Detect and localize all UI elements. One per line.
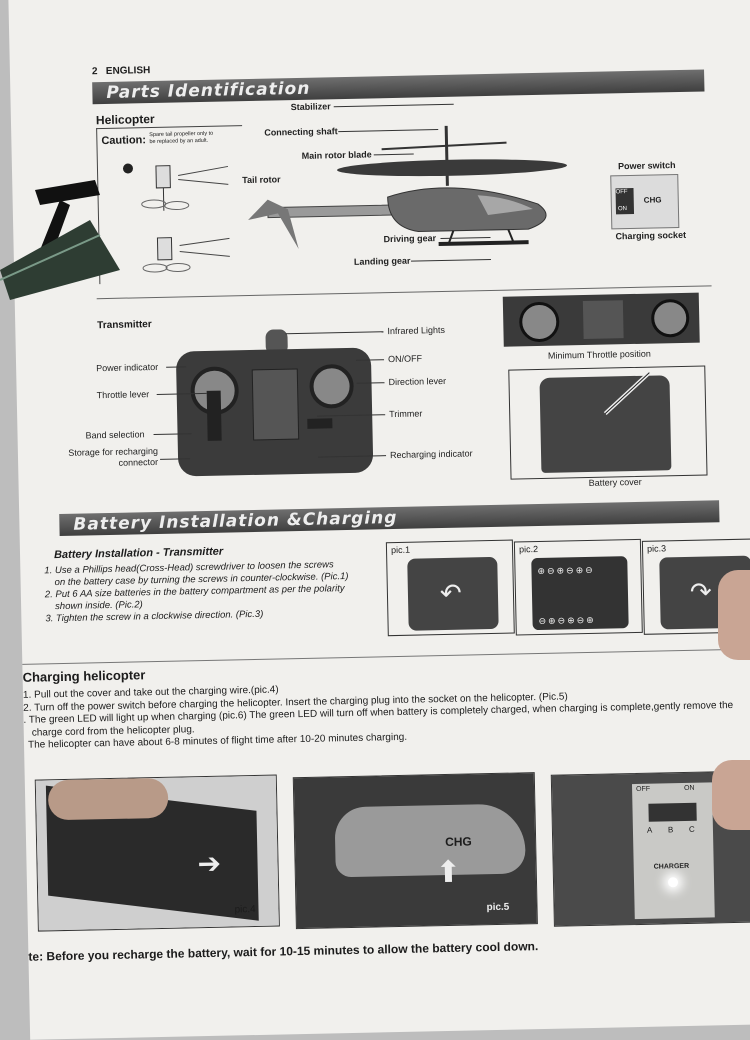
power-switch-label: Power switch <box>618 160 676 171</box>
charging-heading: Charging helicopter <box>22 667 145 685</box>
battery-steps: 1. Use a Phillips head(Cross-Head) screw… <box>44 559 349 625</box>
pic4-box: ➔ pic.4 <box>35 775 280 932</box>
trimmer-label: Trimmer <box>389 408 422 419</box>
battery-installation-title: Battery Installation &Charging <box>73 508 397 535</box>
charging-note: te: Before you recharge the battery, wai… <box>28 939 538 964</box>
on-off-label: ON/OFF <box>388 353 422 364</box>
pic2-label: pic.2 <box>519 544 538 554</box>
tail-rotor-part-photo <box>0 160 130 300</box>
chg-label: CHG <box>644 195 662 204</box>
battery-cover-box <box>508 365 707 479</box>
pic3-label: pic.3 <box>647 543 666 553</box>
page-language: ENGLISH <box>106 65 151 77</box>
helicopter-heading: Helicopter <box>96 112 155 127</box>
battery-installation-bar: Battery Installation &Charging <box>59 500 719 536</box>
throttle-stick-icon <box>519 302 560 343</box>
minimum-throttle-label: Minimum Throttle position <box>548 349 651 361</box>
hand-shape <box>48 778 169 821</box>
charging-steps: 1. Pull out the cover and take out the c… <box>23 675 734 752</box>
band-selection-label: Band selection <box>85 429 144 440</box>
battery-subheading: Battery Installation - Transmitter <box>54 546 223 562</box>
screwdriver-icon <box>599 367 660 418</box>
power-indicator-label: Power indicator <box>96 362 158 373</box>
connecting-shaft-label: Connecting shaft <box>264 126 338 138</box>
direction-lever-label: Direction lever <box>388 376 446 387</box>
charger-text: CHARGER <box>654 863 690 871</box>
charger-on-label: ON <box>684 785 695 792</box>
charger-c-label: C <box>689 825 695 834</box>
page-header: 2 ENGLISH <box>92 65 151 77</box>
center-panel <box>583 300 624 339</box>
power-switch-inset: OFF ON CHG <box>610 174 679 229</box>
charger-off-label: OFF <box>636 786 650 793</box>
pic1-box: pic.1 ↶ <box>386 540 515 637</box>
manual-page: 2 ENGLISH Parts Identification Helicopte… <box>8 0 750 1040</box>
insert-arrow-icon: ⬆ <box>435 855 461 891</box>
direction-stick-icon <box>651 299 690 338</box>
finger-shape <box>712 760 750 830</box>
recharging-indicator-label: Recharging indicator <box>390 448 473 460</box>
counterclockwise-arrow-icon: ↶ <box>440 578 462 609</box>
driving-gear-label: Driving gear <box>383 233 436 244</box>
polarity-icon: ⊖⊕⊖⊕⊖⊕ <box>538 615 595 627</box>
transmitter-drawing <box>165 327 383 481</box>
chg-label: CHG <box>445 834 472 849</box>
polarity-icon: ⊕⊖⊕⊖⊕⊖ <box>537 565 594 577</box>
pic2-box: pic.2 ⊕⊖⊕⊖⊕⊖ ⊖⊕⊖⊕⊖⊕ <box>514 539 643 636</box>
stabilizer-label: Stabilizer <box>291 101 331 112</box>
pic1-label: pic.1 <box>391 545 410 555</box>
parts-identification-title: Parts Identification <box>106 79 310 103</box>
section-divider <box>22 648 750 665</box>
landing-gear-label: Landing gear <box>354 256 411 267</box>
main-rotor-blade-label: Main rotor blade <box>302 149 372 160</box>
transmitter-heading: Transmitter <box>97 319 152 331</box>
helicopter-body-shape <box>334 803 525 877</box>
switch-off-label: OFF <box>616 189 628 195</box>
pic5-label: pic.5 <box>486 902 509 913</box>
caution-label: Caution: <box>101 134 146 147</box>
pull-arrow-icon: ➔ <box>197 847 221 880</box>
battery-cover-label: Battery cover <box>589 477 642 488</box>
clockwise-arrow-icon: ↷ <box>690 576 712 607</box>
charger-a-label: A <box>647 826 653 835</box>
charger-b-label: B <box>668 825 674 834</box>
pic4-label: pic.4 <box>234 904 255 915</box>
parts-identification-bar: Parts Identification <box>92 69 704 104</box>
minimum-throttle-inset <box>503 293 700 347</box>
tail-rotor-label: Tail rotor <box>242 174 281 185</box>
pic5-box: CHG ⬆ pic.5 <box>293 772 538 929</box>
band-switch <box>648 803 696 822</box>
infrared-lights-label: Infrared Lights <box>387 325 445 336</box>
page-number: 2 <box>92 66 98 77</box>
switch-on-label: ON <box>618 206 627 212</box>
throttle-lever-label: Throttle lever <box>97 389 150 400</box>
storage-label: Storage for recharging connector <box>58 446 158 470</box>
finger-shape <box>718 570 750 660</box>
caution-text: Spare tail propeller only to be replaced… <box>149 131 219 146</box>
charging-socket-label: Charging socket <box>615 230 686 241</box>
